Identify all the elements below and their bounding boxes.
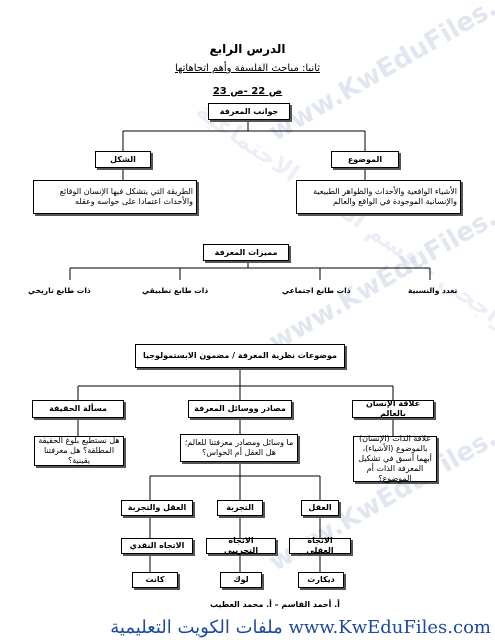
form-box: الشكل: [95, 151, 151, 168]
truth-issue-box: مسألة الحقيقة: [32, 400, 124, 418]
authors-signature: أ. أحمد القاسم – أ. محمد العطيب: [210, 600, 340, 609]
experience-box: التجربة: [217, 500, 263, 516]
feature-historical: ذات طابع تاريخي: [28, 286, 91, 295]
reason-experience-box: العقل والتجربة: [121, 500, 193, 516]
feature-applied: ذات طابع تطبيقي: [142, 286, 209, 295]
site-footer: ملفات الكويت التعليمية www.KwEduFiles.co…: [110, 617, 491, 638]
subject-description-box: الأشياء الواقعية والأحداث والظواهر الطبي…: [296, 180, 461, 214]
truth-question-box: هل نستطيع بلوغ الحقيقة المطلقة؟ هل معرفت…: [34, 436, 124, 466]
human-question-box: علاقة الذات (الإنسان) بالموضوع (الأشياء)…: [353, 434, 437, 483]
descartes-box: ديكارت: [298, 572, 344, 588]
rational-direction-box: الاتجاه العقلي: [289, 536, 351, 555]
sources-question-box: ما وسائل ومصادر معرفتنا للعالم؛ هل العقل…: [180, 434, 298, 462]
kant-box: كانت: [132, 572, 178, 588]
epistemology-topics-box: موضوعات نظرية المعرفة / مضمون الابستمولو…: [135, 344, 345, 368]
page-range: ص 22 -ص 23: [212, 86, 283, 97]
feature-relativity: تعدد والنسبية: [408, 286, 458, 295]
subject-box: الموضوع: [331, 151, 399, 168]
topic-title: ثانيا: مباحث الفلسفة وأهم اتجاهاتها: [174, 63, 321, 74]
critical-direction-box: الاتجاه النقدي: [121, 538, 193, 554]
empirical-direction-box: الاتجاه التجريبي: [206, 536, 276, 555]
form-description-box: الطريقة التي يتشكل فيها الإنسان الوقائع …: [33, 180, 197, 214]
feature-social: ذات طابع اجتماعي: [282, 286, 351, 295]
sources-box: مصادر ووسائل المعرفة: [188, 400, 292, 418]
knowledge-aspects-box: جوانب المعرفة: [208, 103, 290, 120]
human-world-box: علاقة الإنسان بالعالم: [352, 399, 434, 418]
lesson-title: الدرس الرابع: [209, 42, 286, 56]
locke-box: لوك: [220, 572, 262, 588]
reason-box: العقل: [301, 500, 339, 516]
knowledge-features-box: مميزات المعرفة: [203, 244, 289, 261]
